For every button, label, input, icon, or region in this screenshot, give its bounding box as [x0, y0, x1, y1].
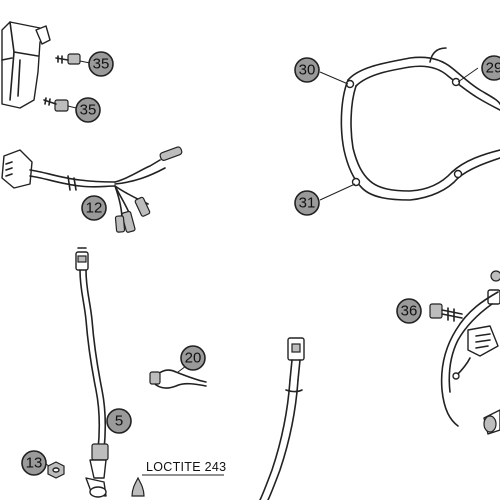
svg-text:13: 13 — [26, 455, 43, 472]
long-cable-part — [259, 337, 305, 500]
svg-text:31: 31 — [299, 195, 316, 212]
svg-text:5: 5 — [115, 413, 123, 430]
callout-12: 12 — [81, 195, 107, 221]
callout-29: 29 — [481, 55, 500, 81]
svg-text:30: 30 — [299, 62, 316, 79]
sensor-cable-part — [75, 247, 109, 498]
svg-text:29: 29 — [486, 60, 500, 77]
loctite-note: LOCTITE 243 — [146, 460, 226, 474]
cable-tie-part — [149, 365, 207, 389]
svg-text:35: 35 — [80, 102, 97, 119]
callout-20: 20 — [180, 345, 206, 371]
gasket-part — [319, 47, 500, 201]
callout-35-top: 35 — [88, 51, 114, 77]
callout-13: 13 — [21, 450, 47, 476]
svg-text:36: 36 — [401, 303, 418, 320]
screw-part-35b — [43, 97, 77, 112]
svg-text:12: 12 — [86, 200, 103, 217]
bolt-part-36 — [429, 303, 463, 322]
callout-31: 31 — [294, 190, 320, 216]
wiring-harness-part — [1, 146, 183, 233]
svg-text:20: 20 — [185, 350, 202, 367]
loctite-drop-icon — [131, 476, 145, 497]
right-sensor-assembly-part — [440, 270, 500, 435]
instrument-bracket-part — [1, 21, 51, 109]
callout-30: 30 — [294, 57, 320, 83]
callout-36: 36 — [396, 298, 422, 324]
nut-part — [45, 461, 65, 479]
callout-5: 5 — [106, 408, 132, 434]
callout-35-bottom: 35 — [75, 97, 101, 123]
svg-text:35: 35 — [93, 56, 110, 73]
screw-part-35a — [55, 53, 91, 65]
